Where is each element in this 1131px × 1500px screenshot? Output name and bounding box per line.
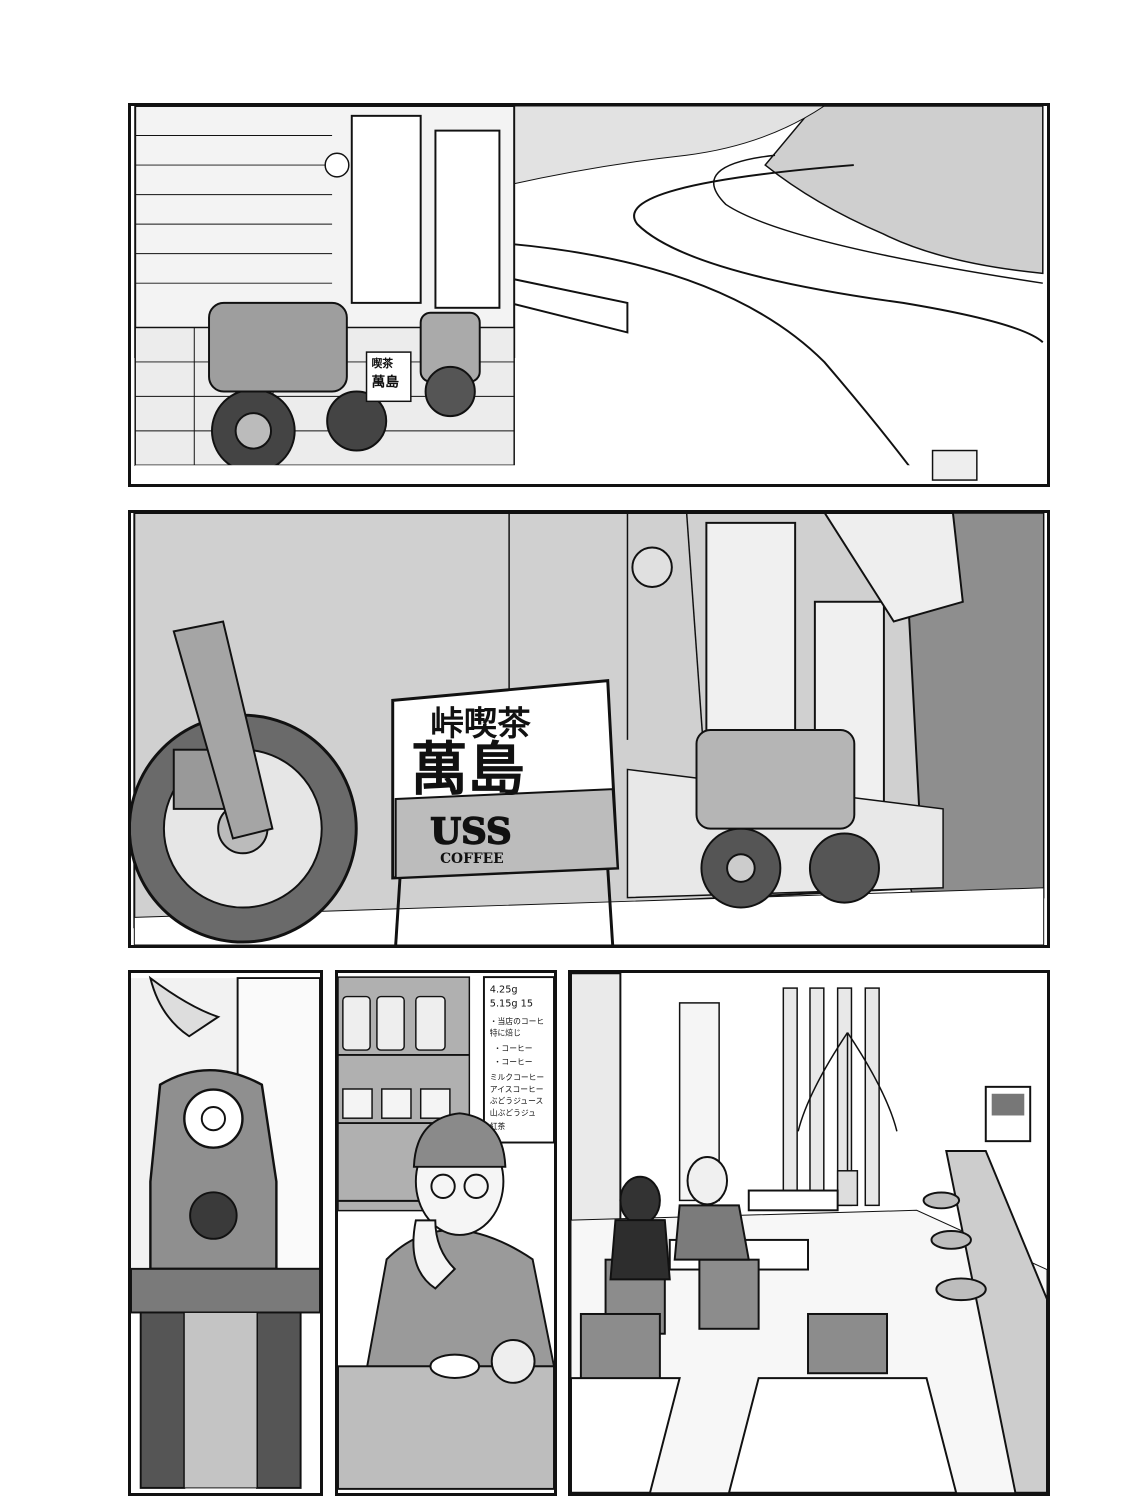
wooden-stand-top	[131, 1267, 320, 1314]
panel-cafe-interior	[568, 970, 1050, 1496]
menu-board	[482, 976, 554, 1144]
hillside-foliage	[764, 106, 1044, 275]
guard-rail	[508, 277, 629, 334]
owner-cap	[412, 1112, 507, 1168]
menu-line-2: ・当店のコーヒ	[490, 1016, 544, 1026]
cafe-window-left	[350, 114, 422, 304]
potted-plant	[797, 1032, 898, 1207]
menu-line-0: 4.25g	[490, 985, 518, 996]
counter-top	[338, 1365, 554, 1490]
menu-line-9: 山ぶどうジュ	[490, 1107, 536, 1117]
facade-window-1	[705, 521, 797, 761]
motorcycle-parked	[695, 728, 880, 909]
road-center-curve	[633, 164, 1044, 343]
cafe-sign-board	[391, 679, 620, 945]
speaker-woofer	[189, 1191, 238, 1240]
menu-line-5: ・コーヒー	[494, 1058, 533, 1067]
sign-line1: 峠喫茶	[430, 704, 531, 743]
owner-scene-art: 4.25g 5.15g 15 ・当店のコーヒ 特に焙じ ・コーヒー ・コーヒー …	[338, 976, 554, 1490]
motorcycle-large	[208, 301, 388, 474]
owner-hand	[412, 1219, 457, 1290]
facade-emblem	[631, 546, 673, 588]
customer-dark-hair	[609, 1175, 671, 1281]
table-foreground-left	[571, 1377, 681, 1493]
menu-board-lines: 4.25g 5.15g 15 ・当店のコーヒ 特に焙じ ・コーヒー ・コーヒー …	[490, 985, 544, 1131]
interior-scene-art	[571, 973, 1047, 1493]
menu-line-1: 5.15g 15	[490, 998, 533, 1009]
sign-scene-art: 峠喫茶 萬島 USS COFFEE	[131, 513, 1045, 945]
small-sign-line2: 萬島	[371, 374, 399, 391]
speaker-cabinet	[149, 1069, 278, 1271]
cafe-owner-figure	[366, 1112, 554, 1368]
cafe-emblem	[324, 152, 350, 178]
panel-cafe-owner: 4.25g 5.15g 15 ・当店のコーヒ 特に焙じ ・コーヒー ・コーヒー …	[335, 970, 557, 1496]
menu-line-7: アイスコーヒー	[490, 1085, 544, 1094]
speaker-scene-art	[131, 975, 320, 1489]
ceiling	[571, 973, 1047, 1092]
menu-line-4: ・コーヒー	[494, 1044, 533, 1053]
road-ground	[135, 465, 1043, 484]
menu-line-10: 紅茶	[490, 1121, 506, 1131]
owner-glasses-right	[463, 1173, 489, 1199]
road-edge-right	[713, 154, 1043, 284]
jars	[342, 995, 446, 1051]
road-edge-left	[509, 242, 924, 484]
cafe-window-right	[434, 129, 501, 309]
motorcycle-small	[419, 311, 481, 418]
sign-brand-sub: COFFEE	[440, 851, 504, 867]
owner-glasses-left	[430, 1173, 456, 1199]
wooden-stand-legs	[139, 1311, 302, 1489]
small-cafe-sign	[365, 351, 412, 403]
motorcycle-fork	[172, 620, 274, 840]
building-siding	[135, 135, 333, 284]
teapot	[490, 1339, 536, 1384]
menu-line-6: ミルクコーヒー	[490, 1073, 544, 1082]
ashtray	[429, 1353, 481, 1379]
bar-stools	[922, 1191, 987, 1302]
cups	[342, 1088, 451, 1119]
small-sign-line1: 喫茶	[371, 356, 393, 370]
sign-line2: 萬島	[410, 736, 524, 803]
table-far	[747, 1189, 839, 1212]
menu-line-3: 特に焙じ	[490, 1027, 521, 1037]
bar-counter	[945, 1150, 1047, 1493]
menu-line-8: ぶどうジュース	[490, 1097, 543, 1106]
panel-road-cafe-exterior: 喫茶 萬島	[128, 103, 1050, 487]
sign-brand: USS	[430, 811, 511, 852]
customer-light-hair	[673, 1155, 750, 1261]
distant-trees	[508, 106, 826, 186]
panel-cafe-sign-motorcycles: 峠喫茶 萬島 USS COFFEE	[128, 510, 1050, 948]
table-foreground-center	[727, 1377, 958, 1493]
road-scene-art: 喫茶 萬島	[134, 106, 1044, 484]
panel-speaker-closeup	[128, 970, 323, 1496]
wall-light-fixture	[148, 975, 221, 1038]
post-stub	[931, 449, 978, 481]
cafe-awning	[823, 513, 964, 623]
